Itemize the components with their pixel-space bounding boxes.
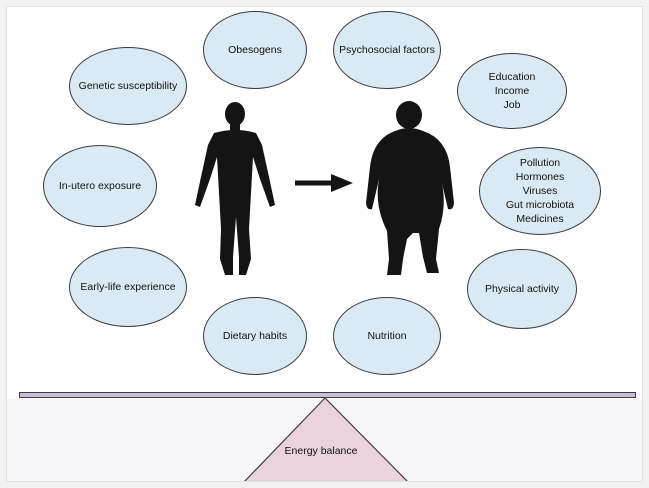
obese-person-silhouette (366, 101, 454, 275)
bubble-pollution-list-label: Pollution Hormones Viruses Gut microbiot… (505, 157, 575, 225)
bubble-genetic-susceptibility: Genetic susceptibility (69, 47, 187, 125)
bubble-physical-activity-label: Physical activity (484, 283, 560, 295)
bubble-obesogens-label: Obesogens (228, 44, 282, 56)
bubble-dietary-habits-label: Dietary habits (222, 330, 288, 342)
bubble-pollution-list: Pollution Hormones Viruses Gut microbiot… (479, 147, 601, 235)
energy-balance-label: Energy balance (284, 445, 358, 457)
bubble-nutrition-label: Nutrition (367, 330, 407, 342)
bubble-education-income-job: Education Income Job (457, 53, 567, 129)
arrow-right-icon (295, 174, 353, 192)
bubble-psychosocial-factors: Psychosocial factors (333, 11, 441, 89)
bubble-obesogens: Obesogens (203, 11, 307, 89)
bubble-psychosocial-factors-label: Psychosocial factors (339, 44, 435, 56)
bubble-in-utero-exposure-label: In-utero exposure (58, 180, 142, 192)
balance-beam (19, 392, 636, 398)
bubble-genetic-susceptibility-label: Genetic susceptibility (78, 80, 178, 92)
illustration-layer (195, 101, 454, 481)
bubble-dietary-habits: Dietary habits (203, 297, 307, 375)
bubble-early-life-experience: Early-life experience (69, 247, 187, 327)
lean-person-silhouette (195, 102, 275, 275)
bubble-early-life-experience-label: Early-life experience (80, 281, 176, 293)
bubble-nutrition: Nutrition (333, 297, 441, 375)
bubble-education-income-job-label: Education Income Job (488, 71, 536, 111)
bubble-physical-activity: Physical activity (467, 249, 577, 329)
fulcrum-triangle (244, 397, 408, 481)
bubble-in-utero-exposure: In-utero exposure (43, 145, 157, 227)
diagram-frame: Obesogens Psychosocial factors Genetic s… (6, 6, 643, 482)
